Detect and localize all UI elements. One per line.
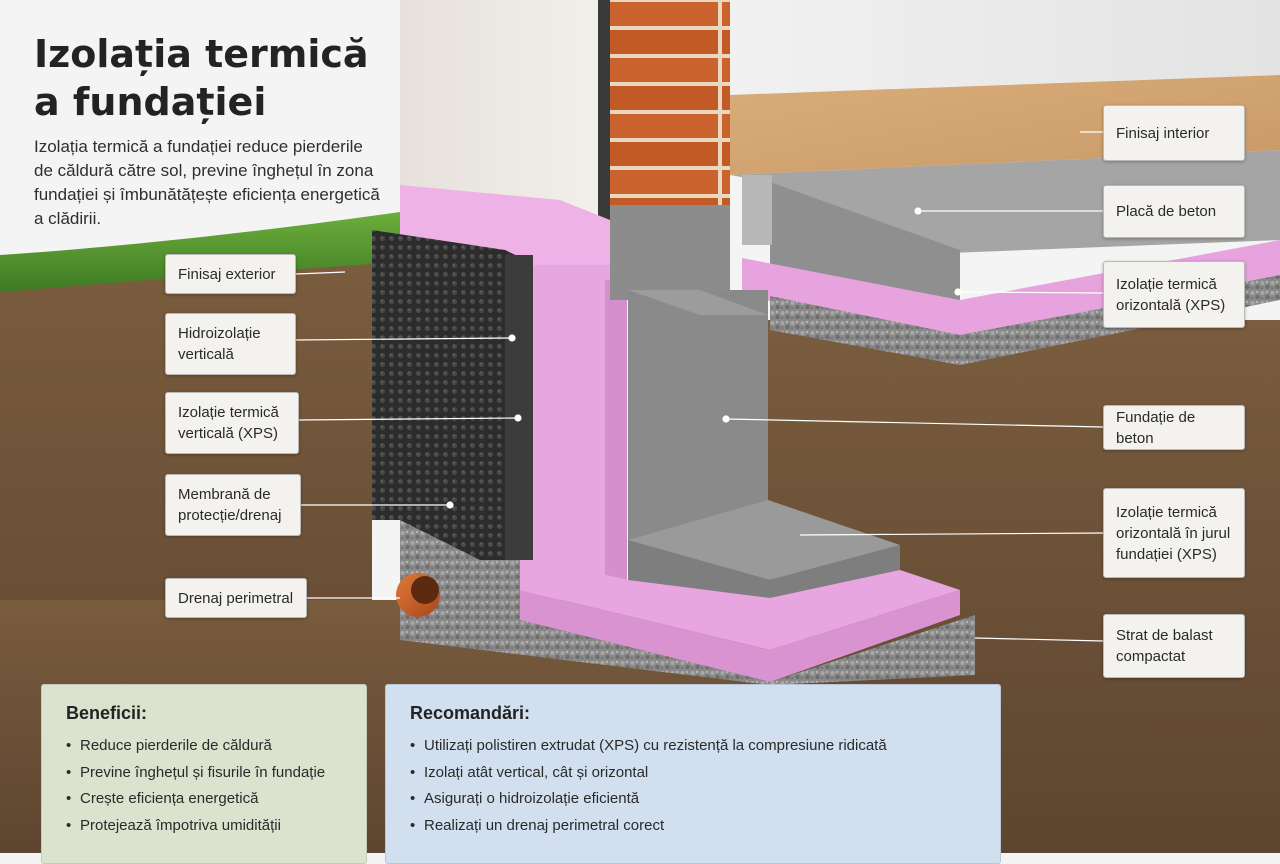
label-fundatie-beton: Fundație de beton xyxy=(1103,405,1245,450)
benefits-panel: Beneficii: Reduce pierderile de căldură … xyxy=(41,684,367,864)
label-text: verticală xyxy=(178,346,234,363)
label-izolatie-jur: Izolație termică orizontală în jurul fun… xyxy=(1103,488,1245,578)
leader-lines xyxy=(295,131,1104,642)
label-text: Membrană de xyxy=(178,486,271,503)
label-text: orizontală (XPS) xyxy=(1116,296,1226,314)
intro-text: Izolația termică a fundației reduce pier… xyxy=(34,137,380,228)
benefits-list: Reduce pierderile de căldură Previne îng… xyxy=(66,733,342,839)
footing-top xyxy=(628,500,900,580)
label-hidroizolatie-verticala: Hidroizolație verticală xyxy=(165,313,296,375)
xps-around-footing xyxy=(520,555,960,650)
label-text: Finisaj interior xyxy=(1116,124,1210,142)
recommendations-title: Recomandări: xyxy=(410,703,531,723)
concrete-slab-front xyxy=(770,182,960,300)
label-text: Drenaj perimetral xyxy=(178,589,294,607)
label-text: Finisaj exterior xyxy=(178,265,276,283)
label-text: Strat de balast xyxy=(1116,627,1213,644)
grass xyxy=(0,212,400,292)
label-text: orizontală în jurul xyxy=(1116,524,1231,542)
label-text: Izolație termică xyxy=(1116,503,1217,521)
xps-under-slab xyxy=(742,240,1280,335)
label-membrana: Membrană de protecție/drenaj xyxy=(165,474,301,536)
waterproofing-layer xyxy=(505,255,533,560)
wall-gap xyxy=(598,0,610,225)
page-title-line1: Izolația termică xyxy=(34,32,369,76)
recommendations-list: Utilizați polistiren extrudat (XPS) cu r… xyxy=(410,733,976,839)
recommendations-panel: Recomandări: Utilizați polistiren extrud… xyxy=(385,684,1001,864)
foundation-wall-top xyxy=(628,290,768,315)
list-item: Previne înghețul și fisurile în fundație xyxy=(66,760,342,787)
label-placa-beton: Placă de beton xyxy=(1103,185,1245,238)
list-item: Crește eficiența energetică xyxy=(66,786,342,813)
label-text: Hidroizolație xyxy=(178,325,261,342)
label-text: compactat xyxy=(1116,648,1186,665)
exterior-wall-finish xyxy=(400,0,600,215)
list-item: Reduce pierderile de căldură xyxy=(66,733,342,760)
label-text: Izolație termică xyxy=(178,404,279,421)
drainage-membrane xyxy=(372,230,530,560)
xps-vertical-side xyxy=(605,280,627,580)
label-text: fundației (XPS) xyxy=(1116,545,1217,563)
label-text: Fundație de beton xyxy=(1116,408,1196,447)
label-finisaj-interior: Finisaj interior xyxy=(1103,105,1245,161)
label-text: Izolație termică xyxy=(1116,275,1217,293)
label-text: Placă de beton xyxy=(1116,203,1217,220)
list-item: Utilizați polistiren extrudat (XPS) cu r… xyxy=(410,733,976,760)
label-text: verticală (XPS) xyxy=(178,425,279,442)
gravel-base xyxy=(400,520,975,685)
gravel-under-slab xyxy=(770,275,1280,365)
drain-pipe-inner xyxy=(411,576,439,604)
label-izolatie-orizontala: Izolație termică orizontală (XPS) xyxy=(1103,261,1245,328)
label-izolatie-verticala: Izolație termică verticală (XPS) xyxy=(165,392,299,454)
list-item: Asigurați o hidroizolație eficientă xyxy=(410,786,976,813)
label-strat-balast: Strat de balast compactat xyxy=(1103,614,1245,678)
slab-edge xyxy=(742,175,772,245)
xps-around-footing-front xyxy=(520,590,960,682)
concrete-block xyxy=(610,205,730,300)
page-title-line2: a fundației xyxy=(34,80,267,124)
label-drenaj: Drenaj perimetral xyxy=(165,578,307,618)
benefits-title: Beneficii: xyxy=(66,703,148,723)
list-item: Realizați un drenaj perimetral corect xyxy=(410,813,976,840)
page-title: Izolația termică a fundației xyxy=(34,30,394,126)
list-item: Protejează împotriva umidității xyxy=(66,813,342,840)
label-finisaj-exterior: Finisaj exterior xyxy=(165,254,296,294)
label-text: protecție/drenaj xyxy=(178,507,282,524)
brick-wall xyxy=(608,0,730,212)
list-item: Izolați atât vertical, cât și orizontal xyxy=(410,760,976,787)
